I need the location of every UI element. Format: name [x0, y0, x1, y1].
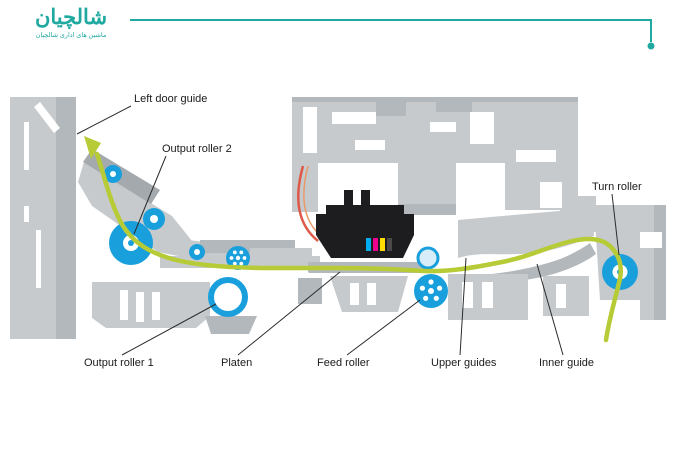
printhead-body — [316, 214, 414, 258]
output-roller-1-wheel — [208, 277, 248, 317]
output-bracket-foot — [205, 316, 257, 334]
turn-housing-slot — [640, 232, 662, 248]
idler-roller — [189, 244, 205, 260]
ink-black — [387, 238, 392, 251]
output-roller-2-wheel — [109, 221, 153, 265]
inner-guide-part — [472, 243, 596, 284]
label-turn-roller: Turn roller — [592, 181, 642, 193]
printhead-post — [361, 190, 370, 208]
leader-upper-guides — [459, 257, 467, 356]
left-panel-edge — [56, 97, 76, 339]
logo: شالچیان ماشین های اداری شالچیان — [12, 6, 130, 39]
ink-cyan — [366, 238, 371, 251]
header-rule — [130, 19, 655, 50]
printhead — [316, 190, 414, 258]
left-door-panel — [10, 97, 76, 339]
gear-roller — [143, 208, 165, 230]
cable-red — [297, 165, 319, 242]
label-inner-guide: Inner guide — [539, 357, 595, 369]
label-upper-guides: Upper guides — [431, 357, 497, 369]
leader-feed-roller — [346, 299, 421, 356]
output-bracket — [92, 282, 210, 328]
label-left-door-guide: Left door guide — [134, 93, 208, 105]
printhead-post — [344, 190, 353, 208]
leader-output-roller-1 — [121, 303, 217, 356]
output-bracket-slots — [120, 290, 160, 322]
printhead-top-bar — [326, 205, 404, 216]
lower-chassis — [298, 274, 589, 320]
mid-rail-right — [250, 248, 312, 260]
ink-magenta — [373, 238, 378, 251]
header-line-dot — [647, 42, 655, 50]
pinch-gear — [104, 165, 122, 183]
ink-yellow — [380, 238, 385, 251]
label-output-roller-2: Output roller 2 — [162, 143, 232, 155]
leader-lines — [76, 105, 620, 356]
lower-chassis-slots — [350, 282, 566, 308]
paper-path — [84, 136, 623, 343]
leader-turn-roller — [611, 193, 620, 256]
paper-path-arrow — [84, 136, 101, 159]
turn-housing-edge — [654, 205, 666, 320]
logo-title: شالچیان — [34, 6, 108, 29]
label-output-roller-1: Output roller 1 — [84, 357, 154, 369]
guide-wheel — [416, 246, 440, 270]
leader-left-door-guide — [76, 105, 132, 135]
feed-roller-wheel — [414, 274, 448, 308]
logo-subtitle: ماشین های اداری شالچیان — [35, 32, 107, 40]
leader-inner-guide — [536, 263, 564, 356]
cradle-left-block — [298, 278, 322, 304]
label-platen: Platen — [221, 357, 253, 369]
leader-output-roller-2 — [133, 155, 167, 235]
leader-platen — [237, 271, 341, 356]
star-wheel — [226, 246, 250, 270]
label-feed-roller: Feed roller — [317, 357, 370, 369]
upper-guides-part — [458, 208, 594, 258]
lower-left-chassis — [92, 282, 257, 334]
chassis-cutouts — [303, 107, 562, 208]
paper-path-line — [94, 151, 623, 343]
header-line — [130, 19, 652, 42]
